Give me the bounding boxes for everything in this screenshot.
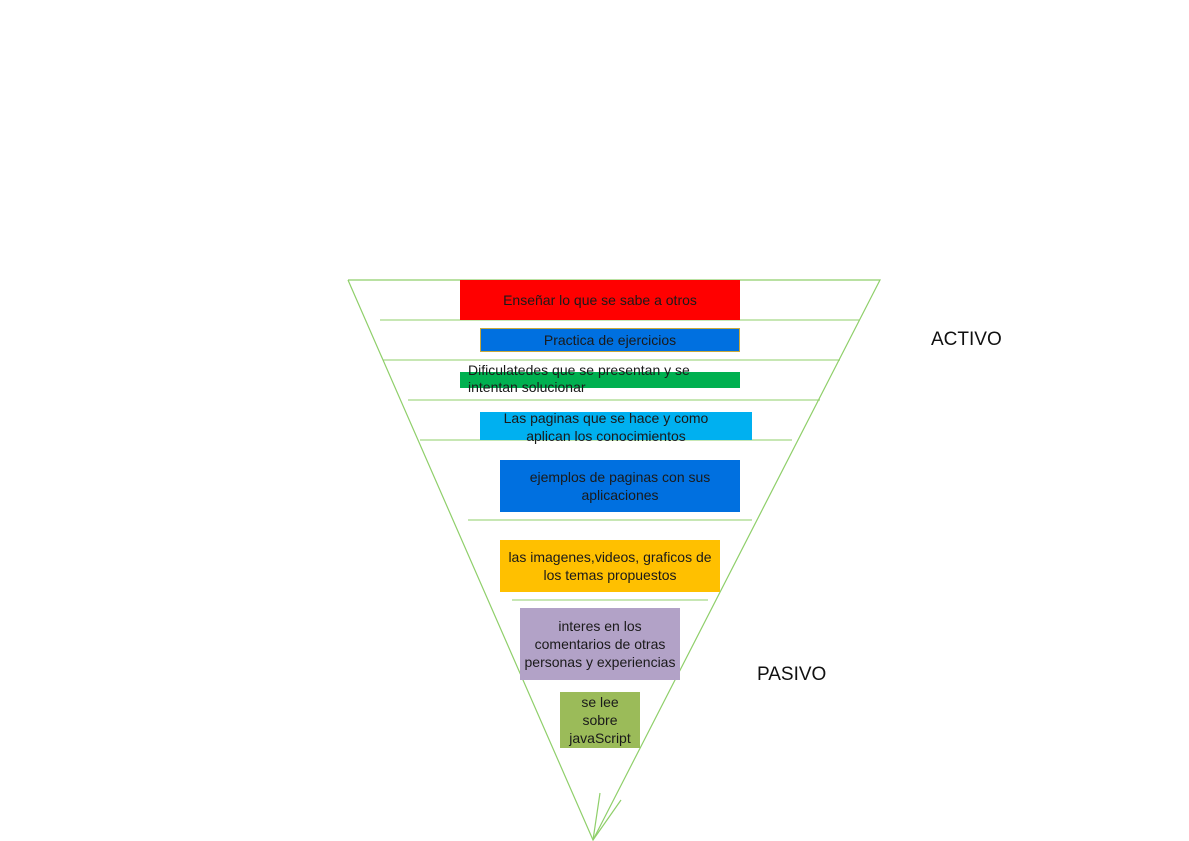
level-box-teach: Enseñar lo que se sabe a otros (460, 280, 740, 320)
level-text: Las paginas que se hace y como aplican l… (503, 410, 709, 444)
level-box-read: se lee sobre javaScript (560, 692, 640, 748)
level-box-examples: ejemplos de paginas con sus aplicaciones (500, 460, 740, 512)
passive-label: PASIVO (757, 664, 827, 685)
active-label: ACTIVO (931, 329, 1002, 350)
level-text: Dificulatedes que se presentan y se inte… (468, 362, 690, 395)
level-text: Enseñar lo que se sabe a otros (503, 292, 697, 308)
level-box-media: las imagenes,videos, graficos de los tem… (500, 540, 720, 592)
arrow-mark-left (592, 792, 601, 841)
level-box-difficulties: Dificulatedes que se presentan y se inte… (460, 362, 740, 395)
level-text: Practica de ejercicios (543, 332, 677, 348)
level-text: ejemplos de paginas con sus aplicaciones (529, 469, 711, 503)
level-box-interest: interes en los comentarios de otras pers… (520, 608, 680, 680)
arrow-mark-right (592, 799, 622, 841)
level-box-practice: Practica de ejercicios (480, 328, 740, 352)
level-text: las imagenes,videos, graficos de los tem… (508, 549, 712, 583)
level-text: interes en los comentarios de otras pers… (524, 618, 676, 670)
level-text: se lee sobre javaScript (569, 694, 631, 746)
level-box-pages: Las paginas que se hace y como aplican l… (480, 410, 752, 444)
